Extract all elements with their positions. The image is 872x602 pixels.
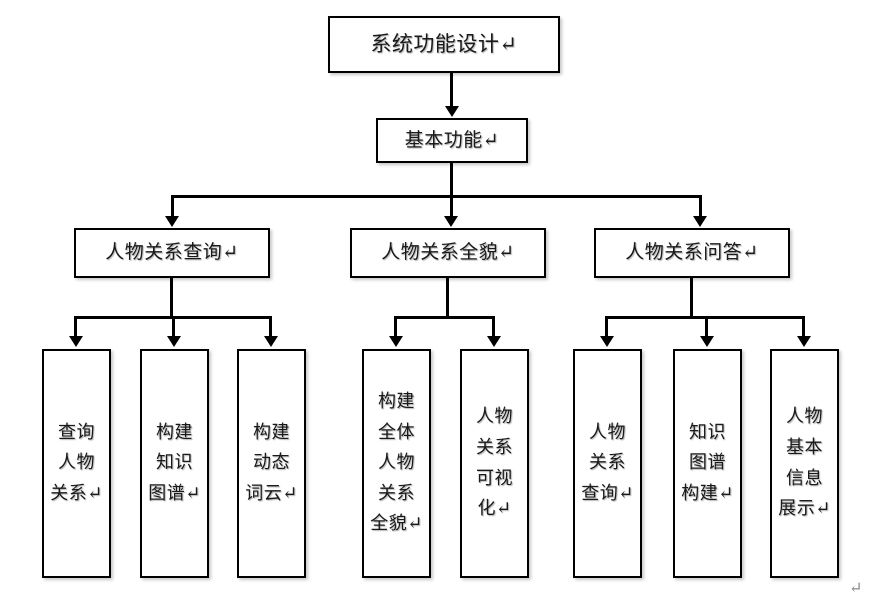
node-branch-1[interactable]: 人物关系查询↵: [74, 228, 270, 278]
node-leaf-2-2-label: 人物 关系 可视 化↵: [476, 406, 513, 520]
connector-drop-leaf-1-2: [172, 316, 175, 337]
connector-drop-leaf-3-3: [802, 316, 805, 337]
connector-drop-leaf-2-2: [492, 316, 495, 337]
arrowhead-branch-1: [165, 216, 179, 227]
connector-drop-leaf-1-1: [74, 316, 77, 337]
node-leaf-3-2-label: 知识 图谱 构建↵: [681, 421, 734, 504]
connector-root-to-level2: [450, 73, 453, 107]
connector-branch-2-bus: [394, 316, 495, 319]
connector-drop-leaf-1-3: [269, 316, 272, 337]
node-basic-function[interactable]: 基本功能↵: [376, 118, 528, 163]
node-root[interactable]: 系统功能设计↵: [328, 16, 560, 73]
connector-drop-branch-3: [699, 195, 702, 219]
arrowhead-branch-3: [693, 216, 707, 227]
connector-drop-branch-1: [171, 195, 174, 219]
connector-branch-2-stem: [446, 278, 449, 318]
connector-drop-leaf-3-1: [605, 316, 608, 337]
arrowhead-leaf-2-1: [389, 336, 403, 347]
connector-drop-leaf-3-2: [705, 316, 708, 337]
node-branch-2[interactable]: 人物关系全貌↵: [350, 228, 546, 278]
node-branch-3[interactable]: 人物关系问答↵: [594, 228, 790, 278]
node-branch-3-label: 人物关系问答↵: [625, 241, 759, 264]
node-branch-1-label: 人物关系查询↵: [105, 241, 239, 264]
node-leaf-3-2[interactable]: 知识 图谱 构建↵: [673, 349, 742, 578]
node-root-label: 系统功能设计↵: [370, 32, 518, 57]
arrowhead-leaf-1-3: [264, 336, 278, 347]
node-branch-2-label: 人物关系全貌↵: [381, 241, 515, 264]
arrowhead-leaf-1-1: [69, 336, 83, 347]
node-leaf-2-2[interactable]: 人物 关系 可视 化↵: [460, 349, 529, 578]
node-leaf-3-1-label: 人物 关系 查询↵: [581, 421, 634, 504]
node-leaf-3-3-label: 人物 基本 信息 展示↵: [778, 406, 831, 520]
arrowhead-leaf-3-2: [700, 336, 714, 347]
connector-branch-3-stem: [690, 278, 693, 318]
node-basic-function-label: 基本功能↵: [404, 128, 500, 151]
node-leaf-1-1-label: 查询 人物 关系↵: [50, 421, 103, 504]
paragraph-mark-icon: ↵: [849, 578, 863, 597]
connector-drop-branch-2: [450, 195, 453, 219]
arrowhead-branch-2: [444, 216, 458, 227]
connector-level2-stem: [450, 163, 453, 197]
arrowhead-level2: [445, 106, 459, 117]
arrowhead-leaf-1-2: [167, 336, 181, 347]
node-leaf-1-2-label: 构建 知识 图谱↵: [148, 421, 201, 504]
node-leaf-1-2[interactable]: 构建 知识 图谱↵: [140, 349, 209, 578]
arrowhead-leaf-3-3: [797, 336, 811, 347]
node-leaf-3-1[interactable]: 人物 关系 查询↵: [573, 349, 642, 578]
arrowhead-leaf-2-2: [487, 336, 501, 347]
node-leaf-1-3-label: 构建 动态 词云↵: [245, 421, 298, 504]
arrowhead-leaf-3-1: [600, 336, 614, 347]
node-leaf-2-1-label: 构建 全体 人物 关系 全貌↵: [370, 391, 423, 535]
connector-branch-1-stem: [170, 278, 173, 318]
connector-drop-leaf-2-1: [394, 316, 397, 337]
node-leaf-3-3[interactable]: 人物 基本 信息 展示↵: [770, 349, 839, 578]
node-leaf-1-3[interactable]: 构建 动态 词云↵: [237, 349, 306, 578]
connector-level3-bus: [171, 195, 702, 198]
node-leaf-2-1[interactable]: 构建 全体 人物 关系 全貌↵: [362, 349, 431, 578]
node-leaf-1-1[interactable]: 查询 人物 关系↵: [42, 349, 111, 578]
